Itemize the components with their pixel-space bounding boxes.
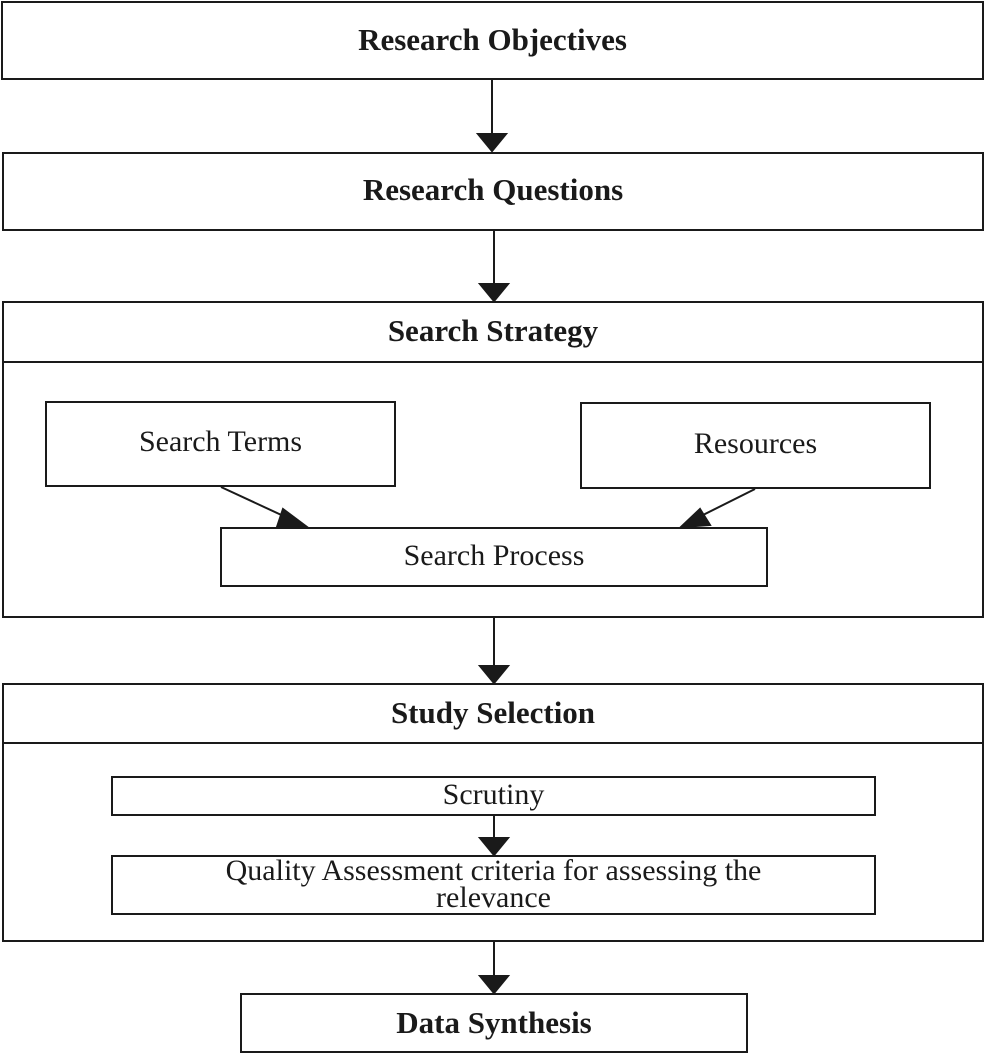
- data-synthesis-box: Data Synthesis: [240, 993, 748, 1053]
- study-selection-divider: [4, 742, 982, 744]
- arrowhead-selection-to-synthesis: [477, 975, 511, 995]
- search-terms-box: Search Terms: [45, 401, 396, 487]
- search-terms-label: Search Terms: [138, 425, 303, 458]
- study-selection-title: Study Selection: [390, 695, 596, 730]
- quality-assessment-line1: Quality Assessment criteria for assessin…: [225, 854, 762, 887]
- arrowhead-objectives-to-questions: [475, 133, 509, 153]
- resources-box: Resources: [580, 402, 931, 489]
- scrutiny-label: Scrutiny: [442, 778, 545, 811]
- research-questions-box: Research Questions: [2, 152, 984, 231]
- scrutiny-box: Scrutiny: [111, 776, 876, 816]
- research-objectives-label: Research Objectives: [358, 22, 627, 57]
- search-strategy-divider: [4, 361, 982, 363]
- quality-assessment-line2: relevance: [436, 881, 551, 914]
- search-process-box: Search Process: [220, 527, 768, 587]
- search-process-label: Search Process: [403, 539, 585, 572]
- research-objectives-box: Research Objectives: [1, 1, 984, 80]
- research-questions-label: Research Questions: [362, 172, 624, 207]
- arrowhead-strategy-to-selection: [477, 665, 511, 685]
- arrowhead-questions-to-strategy: [477, 283, 511, 303]
- quality-assessment-box: Quality Assessment criteria for assessin…: [111, 855, 876, 915]
- search-strategy-title: Search Strategy: [387, 313, 599, 348]
- resources-label: Resources: [693, 427, 818, 460]
- data-synthesis-label: Data Synthesis: [396, 1005, 592, 1040]
